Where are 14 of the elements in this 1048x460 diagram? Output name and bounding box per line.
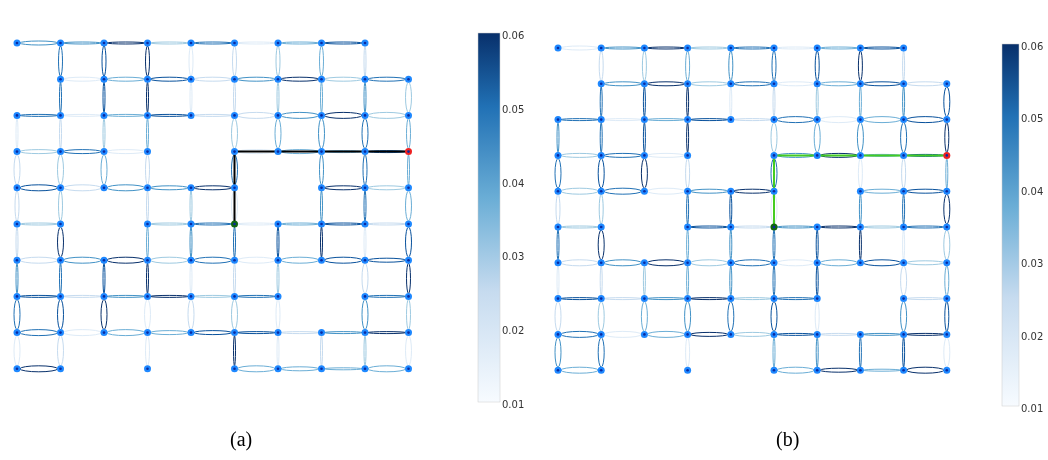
colorbar-tick-label: 0.05 [502,103,525,115]
colorbar-tick-label: 0.06 [1021,41,1044,52]
colorbar-tick-label: 0.05 [1021,113,1044,125]
colorbar-tick-label: 0.01 [502,399,525,410]
colorbar-tick-label: 0.01 [1021,403,1044,414]
colorbar-tick-label: 0.06 [502,30,525,41]
colorbar-tick-label: 0.04 [502,177,525,189]
panel-label: (b) [776,428,800,450]
panel-label: (a) [230,428,253,450]
colorbar-tick-label: 0.02 [502,325,525,337]
colorbar-tick-label: 0.03 [1021,258,1044,270]
colorbar-tick-label: 0.02 [1021,330,1044,342]
colorbar-tick-label: 0.04 [1021,185,1044,197]
colorbar-tick-label: 0.03 [502,251,525,263]
